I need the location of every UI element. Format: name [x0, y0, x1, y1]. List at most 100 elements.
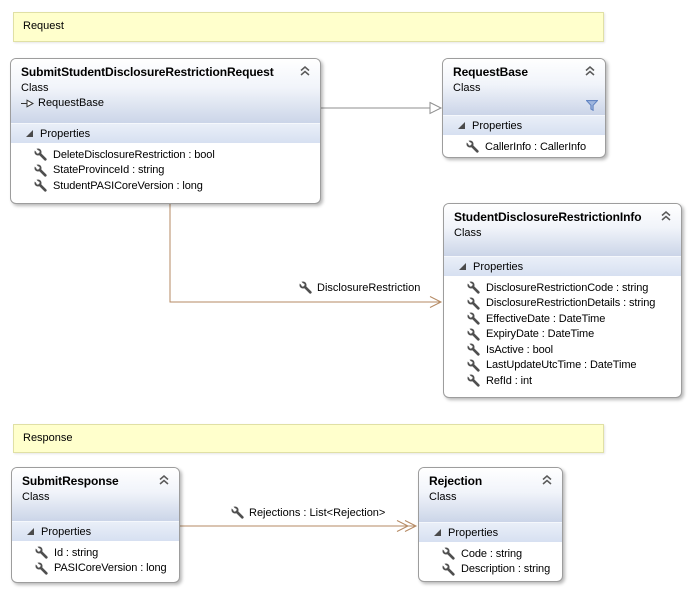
- class-box-request-base[interactable]: RequestBase Class Properties CallerInfo …: [442, 58, 606, 158]
- member-list: Id : string PASICoreVersion : long: [12, 541, 179, 576]
- wrench-icon: [34, 148, 47, 161]
- inheritance-connector[interactable]: [321, 101, 443, 115]
- filter-icon[interactable]: [585, 100, 599, 112]
- member-label: PASICoreVersion : long: [54, 562, 167, 575]
- association-label-text: Rejections : List<Rejection>: [249, 506, 386, 519]
- expander-icon[interactable]: [434, 529, 441, 536]
- class-header: RequestBase Class: [443, 59, 605, 115]
- member-row[interactable]: IsActive : bool: [444, 342, 681, 358]
- class-kind: Class: [429, 491, 457, 503]
- wrench-icon: [442, 562, 455, 576]
- properties-label: Properties: [473, 260, 524, 273]
- class-title: Rejection: [429, 474, 483, 488]
- member-label: Description : string: [461, 563, 551, 576]
- properties-section-header[interactable]: Properties: [11, 123, 320, 143]
- member-list: DisclosureRestrictionCode : string Discl…: [444, 276, 681, 389]
- collapse-chevron-icon[interactable]: [541, 475, 553, 485]
- class-header: StudentDisclosureRestrictionInfo Class: [444, 204, 681, 256]
- properties-section-header[interactable]: Properties: [443, 115, 605, 135]
- collapse-chevron-icon[interactable]: [660, 211, 672, 221]
- inheritance-arrow-icon: [21, 98, 34, 108]
- member-label: EffectiveDate : DateTime: [486, 312, 606, 325]
- wrench-icon: [467, 343, 480, 356]
- request-comment-banner[interactable]: Request: [13, 12, 604, 42]
- wrench-icon: [467, 312, 480, 325]
- member-list: CallerInfo : CallerInfo: [443, 135, 605, 155]
- response-banner-label: Response: [23, 432, 73, 444]
- class-title: SubmitResponse: [22, 474, 119, 488]
- class-title: SubmitStudentDisclosureRestrictionReques…: [21, 65, 274, 79]
- class-box-submit-request[interactable]: SubmitStudentDisclosureRestrictionReques…: [10, 58, 321, 204]
- member-row[interactable]: RefId : int: [444, 373, 681, 389]
- class-box-submit-response[interactable]: SubmitResponse Class Properties Id : str…: [11, 467, 180, 583]
- wrench-icon: [467, 281, 480, 294]
- member-row[interactable]: DisclosureRestrictionCode : string: [444, 280, 681, 296]
- properties-section-header[interactable]: Properties: [12, 521, 179, 541]
- member-row[interactable]: Code : string: [419, 546, 562, 562]
- wrench-icon: [467, 358, 480, 372]
- member-row[interactable]: Id : string: [12, 545, 179, 561]
- class-box-rejection[interactable]: Rejection Class Properties Code : string…: [418, 467, 563, 582]
- member-label: RefId : int: [486, 374, 532, 387]
- wrench-icon: [35, 546, 48, 559]
- member-list: DeleteDisclosureRestriction : bool State…: [11, 143, 320, 194]
- expander-icon[interactable]: [27, 528, 34, 535]
- wrench-icon: [231, 506, 244, 519]
- wrench-icon: [34, 163, 47, 177]
- inherits-label: RequestBase: [38, 97, 105, 109]
- properties-section-header[interactable]: Properties: [419, 522, 562, 542]
- class-header: SubmitResponse Class: [12, 468, 179, 521]
- class-kind: Class: [454, 227, 482, 239]
- class-title: StudentDisclosureRestrictionInfo: [454, 210, 642, 224]
- properties-label: Properties: [472, 119, 523, 132]
- member-label: StateProvinceId : string: [53, 164, 165, 177]
- member-label: CallerInfo : CallerInfo: [485, 140, 587, 153]
- wrench-icon: [467, 296, 480, 310]
- association-rejections-connector[interactable]: [180, 520, 418, 532]
- class-header: Rejection Class: [419, 468, 562, 522]
- member-row[interactable]: CallerInfo : CallerInfo: [443, 139, 605, 155]
- member-row[interactable]: StudentPASICoreVersion : long: [11, 178, 320, 194]
- member-label: IsActive : bool: [486, 343, 553, 356]
- member-label: Id : string: [54, 546, 99, 559]
- member-label: Code : string: [461, 547, 523, 560]
- member-list: Code : string Description : string: [419, 542, 562, 577]
- expander-icon[interactable]: [458, 122, 465, 129]
- wrench-icon: [467, 327, 480, 341]
- class-box-disclosure-restriction-info[interactable]: StudentDisclosureRestrictionInfo Class P…: [443, 203, 682, 398]
- collapse-chevron-icon[interactable]: [158, 475, 170, 485]
- member-row[interactable]: Description : string: [419, 562, 562, 578]
- request-banner-label: Request: [23, 20, 64, 32]
- member-label: DisclosureRestrictionCode : string: [486, 281, 649, 294]
- member-row[interactable]: StateProvinceId : string: [11, 163, 320, 179]
- member-row[interactable]: EffectiveDate : DateTime: [444, 311, 681, 327]
- class-header: SubmitStudentDisclosureRestrictionReques…: [11, 59, 320, 123]
- association-label-rejections[interactable]: Rejections : List<Rejection>: [231, 505, 385, 520]
- member-row[interactable]: DisclosureRestrictionDetails : string: [444, 296, 681, 312]
- collapse-chevron-icon[interactable]: [299, 66, 311, 76]
- wrench-icon: [442, 547, 455, 560]
- collapse-chevron-icon[interactable]: [584, 66, 596, 76]
- class-title: RequestBase: [453, 65, 528, 79]
- member-row[interactable]: LastUpdateUtcTime : DateTime: [444, 358, 681, 374]
- member-row[interactable]: ExpiryDate : DateTime: [444, 327, 681, 343]
- member-row[interactable]: DeleteDisclosureRestriction : bool: [11, 147, 320, 163]
- wrench-icon: [34, 179, 47, 192]
- member-row[interactable]: PASICoreVersion : long: [12, 561, 179, 577]
- properties-label: Properties: [41, 525, 92, 538]
- wrench-icon: [467, 374, 480, 387]
- expander-icon[interactable]: [26, 130, 33, 137]
- member-label: DisclosureRestrictionDetails : string: [486, 297, 656, 310]
- wrench-icon: [466, 140, 479, 153]
- properties-section-header[interactable]: Properties: [444, 256, 681, 276]
- properties-label: Properties: [40, 127, 91, 140]
- association-label-disclosure-restriction[interactable]: DisclosureRestriction: [299, 280, 420, 295]
- class-kind: Class: [21, 82, 49, 94]
- member-label: DeleteDisclosureRestriction : bool: [53, 148, 215, 161]
- class-kind: Class: [22, 491, 50, 503]
- expander-icon[interactable]: [459, 263, 466, 270]
- response-comment-banner[interactable]: Response: [13, 424, 604, 453]
- class-kind: Class: [453, 82, 481, 94]
- wrench-icon: [299, 281, 312, 294]
